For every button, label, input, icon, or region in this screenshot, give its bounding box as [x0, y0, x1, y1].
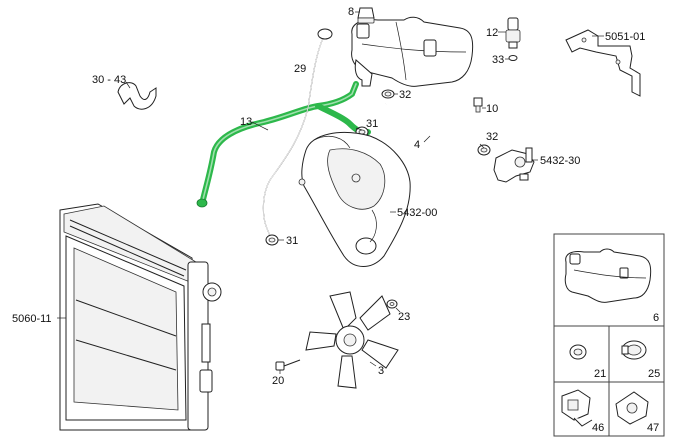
sensor-12[interactable] [505, 17, 521, 49]
inset-clamp-21[interactable] [569, 344, 587, 360]
clamp-31-lower[interactable] [265, 234, 279, 246]
fan-3[interactable] [305, 291, 399, 389]
radiator[interactable] [59, 203, 222, 431]
callout-31-lower: 31 [286, 235, 298, 247]
leader-3 [369, 361, 377, 367]
callout-4: 4 [414, 139, 420, 151]
engine-cover-5432-00[interactable] [298, 132, 411, 267]
thermostat-housing-5432-30[interactable] [493, 147, 535, 183]
leader-30-43 [125, 81, 131, 89]
inset-tank-6[interactable] [564, 248, 652, 303]
callout-5060-11: 5060-11 [12, 313, 52, 325]
washer-33[interactable] [508, 55, 518, 61]
hose-4[interactable] [384, 103, 488, 145]
leader-23 [395, 307, 401, 313]
inset-callout-6: 6 [653, 312, 659, 324]
nut-23[interactable] [386, 299, 398, 309]
bolt-20[interactable] [275, 359, 301, 371]
clamp-32-lower[interactable] [477, 144, 491, 156]
callout-30-43: 30 - 43 [92, 74, 126, 86]
callout-33: 33 [492, 54, 504, 66]
callout-32-lower: 32 [486, 131, 498, 143]
leader-13 [251, 121, 269, 131]
callout-20: 20 [272, 375, 284, 387]
inset-bracket-47[interactable] [615, 391, 649, 425]
inset-bracket-46[interactable] [561, 389, 593, 427]
clip-30-43[interactable] [117, 82, 157, 110]
inset-callout-47: 47 [647, 422, 659, 434]
leader-31-upper [355, 127, 363, 131]
inset-callout-25: 25 [648, 368, 660, 380]
fitting-10[interactable] [473, 97, 483, 113]
inset-callout-46: 46 [592, 422, 604, 434]
callout-13: 13 [240, 116, 252, 128]
bracket-5051-01[interactable] [565, 29, 641, 97]
callout-29: 29 [294, 63, 306, 75]
callout-12: 12 [486, 27, 498, 39]
hose-29[interactable] [262, 28, 333, 237]
callout-32-upper: 32 [399, 89, 411, 101]
callout-10: 10 [486, 103, 498, 115]
inset-callout-21: 21 [594, 368, 606, 380]
expansion-tank[interactable] [351, 16, 474, 87]
callout-31-upper: 31 [366, 118, 378, 130]
inset-clamp-25[interactable] [621, 340, 647, 360]
cap-8[interactable] [357, 7, 375, 24]
callout-5432-30: 5432-30 [540, 155, 580, 167]
leader-4 [423, 135, 431, 143]
callout-23: 23 [398, 311, 410, 323]
clamp-32-upper[interactable] [381, 89, 395, 99]
callout-3: 3 [378, 365, 384, 377]
callout-5051-01: 5051-01 [605, 31, 645, 43]
callout-8: 8 [348, 6, 354, 18]
leader-32-lower [479, 143, 485, 149]
callout-5432-00: 5432-00 [397, 207, 437, 219]
